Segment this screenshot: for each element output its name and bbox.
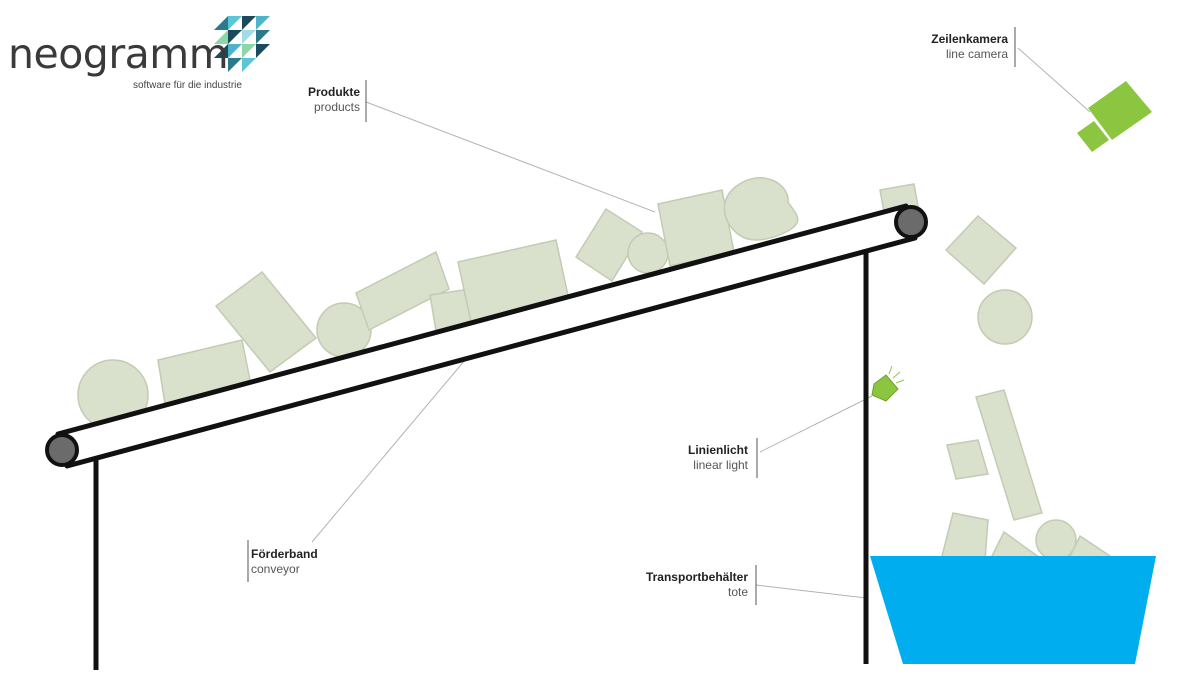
- brand-name: neogramm: [8, 30, 229, 78]
- conveyor: [45, 203, 928, 670]
- product-circle: [977, 289, 1033, 345]
- label-camera-de: Zeilenkamera: [931, 32, 1008, 46]
- leader-camera: [1017, 47, 1091, 113]
- product-circle: [627, 232, 669, 274]
- product-box: [940, 512, 989, 561]
- label-light-de: Linienlicht: [688, 443, 748, 457]
- label-conveyor-de: Förderband: [251, 547, 318, 561]
- product-box: [946, 439, 989, 480]
- label-light-en: linear light: [693, 458, 748, 472]
- leader-tote: [755, 584, 867, 599]
- roller-left: [45, 433, 79, 467]
- product-circle: [1035, 519, 1077, 561]
- linear-light-device: [871, 365, 905, 402]
- label-camera: Zeilenkamera line camera: [931, 32, 1008, 62]
- roller-right: [894, 205, 928, 239]
- label-light: Linienlicht linear light: [688, 443, 748, 473]
- product-box: [355, 250, 450, 332]
- conveyor-belt: [55, 203, 918, 469]
- product-box: [944, 214, 1018, 286]
- label-camera-en: line camera: [945, 47, 1008, 61]
- product-box: [214, 270, 318, 374]
- leader-light: [759, 395, 873, 453]
- brand-tagline: software für die industrie: [133, 80, 242, 91]
- label-tote: Transportbehälter tote: [646, 570, 748, 600]
- product-box: [988, 530, 1046, 561]
- leader-products: [365, 101, 656, 213]
- leader-lines: [311, 47, 1091, 599]
- label-dividers: [247, 27, 1016, 605]
- logo-mark: [214, 16, 270, 72]
- line-camera-device: [1077, 81, 1152, 152]
- label-products: Produkte products: [308, 85, 360, 115]
- tote: [870, 556, 1156, 664]
- label-tote-de: Transportbehälter: [645, 570, 748, 584]
- label-conveyor: Förderband conveyor: [251, 547, 318, 577]
- label-conveyor-en: conveyor: [251, 562, 300, 576]
- product-blob: [723, 177, 799, 241]
- leader-conveyor: [311, 359, 466, 543]
- product-box: [975, 389, 1043, 521]
- label-products-en: products: [313, 100, 360, 114]
- product-box: [879, 183, 919, 213]
- product-box: [574, 207, 644, 283]
- label-products-de: Produkte: [307, 85, 360, 99]
- products: [77, 177, 1119, 561]
- label-tote-en: tote: [727, 585, 748, 599]
